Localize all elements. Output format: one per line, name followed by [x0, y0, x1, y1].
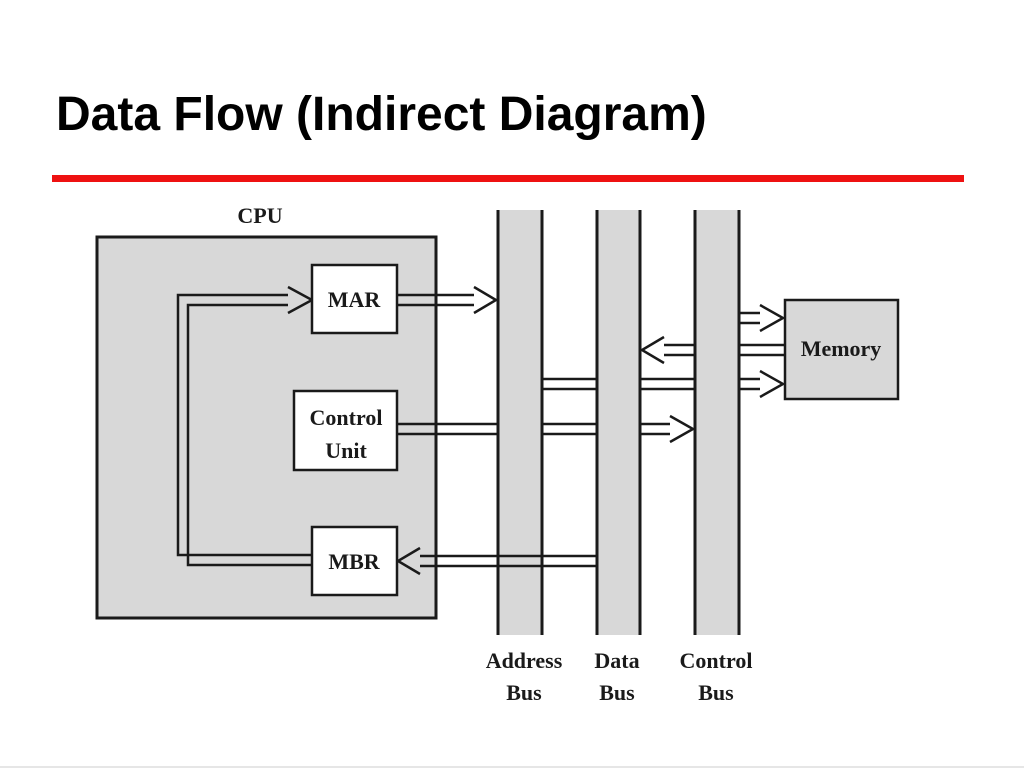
control-bus-label-line1: Control [680, 648, 753, 673]
control-unit-label-line1: Control [310, 405, 383, 430]
mar-box [310, 263, 399, 335]
address-bus-label-line1: Address [486, 648, 563, 673]
mbr-box [310, 525, 399, 597]
address-bus-to-memory-arrow [542, 369, 786, 399]
cpu-label: CPU [237, 203, 282, 228]
page-title: Data Flow (Indirect Diagram) [56, 88, 707, 141]
slide-bottom-border [0, 766, 1024, 768]
mar-label: MAR [328, 287, 382, 312]
data-bus [595, 210, 642, 635]
title-divider [52, 175, 964, 182]
memory-to-data-bus-arrow [639, 335, 785, 365]
control-bus-label-line2: Bus [698, 680, 734, 705]
data-bus-label-line1: Data [594, 648, 639, 673]
address-bus-label-line2: Bus [506, 680, 542, 705]
control-bus [693, 210, 741, 635]
control-bus-to-memory-arrow [739, 303, 786, 333]
mar-to-address-bus-arrow [397, 285, 499, 315]
mbr-to-mar-loop [176, 293, 312, 567]
memory-label: Memory [801, 336, 882, 361]
control-unit-label-line2: Unit [325, 438, 367, 463]
mbr-label: MBR [328, 549, 380, 574]
address-bus [496, 210, 544, 635]
memory-box [783, 298, 900, 401]
control-unit-box [292, 389, 399, 472]
data-bus-label-line2: Bus [599, 680, 635, 705]
control-unit-to-control-bus-arrow [397, 414, 696, 444]
